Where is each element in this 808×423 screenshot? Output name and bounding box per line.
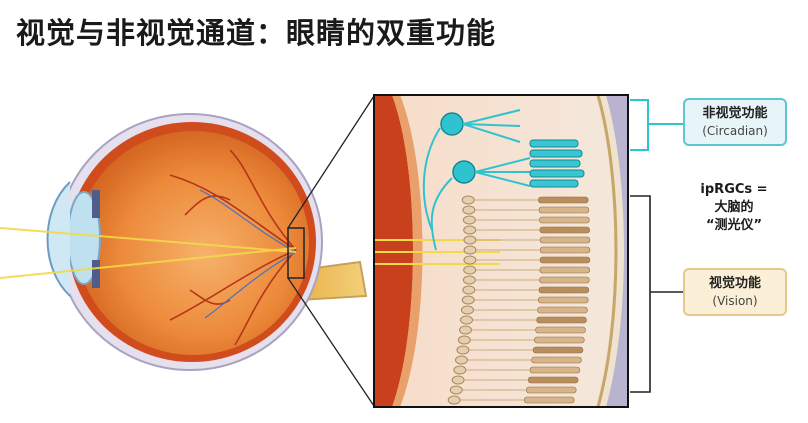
photoreceptor	[525, 386, 577, 394]
photoreceptor	[531, 356, 582, 364]
neuron-cell	[447, 395, 461, 405]
zoom-region	[287, 227, 305, 279]
photoreceptor	[539, 226, 591, 234]
neuron-cell	[461, 195, 475, 205]
photoreceptor	[537, 196, 589, 204]
iprgc-line-1: ipRGCs =	[700, 182, 768, 197]
neuron-cell	[463, 245, 477, 255]
iprgc-line-2: 大脑的	[714, 200, 754, 215]
non-visual-heading: 非视觉功能	[702, 106, 768, 121]
neuron-cell	[461, 295, 475, 305]
visual-function-box: 视觉功能 (Vision)	[683, 268, 787, 316]
neuron-cell	[462, 285, 476, 295]
neuron-cell	[462, 275, 476, 285]
eyeball	[0, 113, 368, 371]
neuron-cell	[457, 335, 471, 345]
photoreceptor	[539, 236, 591, 244]
visual-heading: 视觉功能	[708, 276, 761, 291]
neuron-cell	[454, 355, 468, 365]
photoreceptor	[538, 286, 590, 294]
page-title: 视觉与非视觉通道：眼睛的双重功能	[16, 16, 497, 50]
neuron-cell	[453, 365, 467, 375]
retina-panel-frame	[373, 94, 629, 408]
neuron-cell	[463, 255, 477, 265]
photoreceptor	[529, 366, 581, 374]
non-visual-sub: (Circadian)	[702, 124, 768, 138]
photoreceptor	[539, 266, 591, 274]
neuron-cell	[451, 375, 465, 385]
neuron-cell	[460, 315, 474, 325]
neuron-cell	[463, 265, 477, 275]
cornea	[46, 181, 71, 297]
photoreceptor	[523, 396, 575, 404]
neuron-cell	[462, 215, 476, 225]
iprgc-line-3: “测光仪”	[705, 218, 763, 233]
bracket-visual	[630, 195, 651, 393]
neuron-cell	[463, 235, 477, 245]
iris-top	[92, 190, 100, 218]
bracket-non-visual	[630, 99, 649, 151]
visual-sub: (Vision)	[712, 294, 758, 308]
photoreceptor	[539, 246, 591, 254]
light-rays	[0, 227, 297, 279]
neuron-cell	[449, 385, 463, 395]
photoreceptor	[538, 206, 590, 214]
iprgc-note: ipRGCs = 大脑的 “测光仪”	[678, 181, 790, 235]
photoreceptor	[534, 336, 585, 344]
neuron-cell	[459, 325, 472, 335]
zoom-line-top	[287, 95, 375, 229]
iris-bottom	[92, 260, 100, 288]
iprgc-cells	[422, 109, 585, 251]
photoreceptor	[536, 316, 587, 324]
photoreceptor	[537, 296, 589, 304]
photoreceptor	[539, 256, 591, 264]
neuron-cell	[460, 305, 474, 315]
photoreceptor	[535, 326, 586, 334]
photoreceptor	[532, 346, 584, 354]
neuron-cell	[462, 205, 476, 215]
zoom-line-bottom	[287, 277, 375, 407]
photoreceptor	[537, 306, 588, 314]
non-visual-function-box: 非视觉功能 (Circadian)	[683, 98, 787, 146]
photoreceptor	[527, 376, 579, 384]
neuron-cell	[463, 225, 477, 235]
photoreceptor	[539, 276, 590, 284]
neuron-cell	[456, 345, 470, 355]
photoreceptor	[539, 216, 590, 224]
blood-vessels	[169, 149, 297, 346]
retina-panel	[374, 95, 628, 407]
